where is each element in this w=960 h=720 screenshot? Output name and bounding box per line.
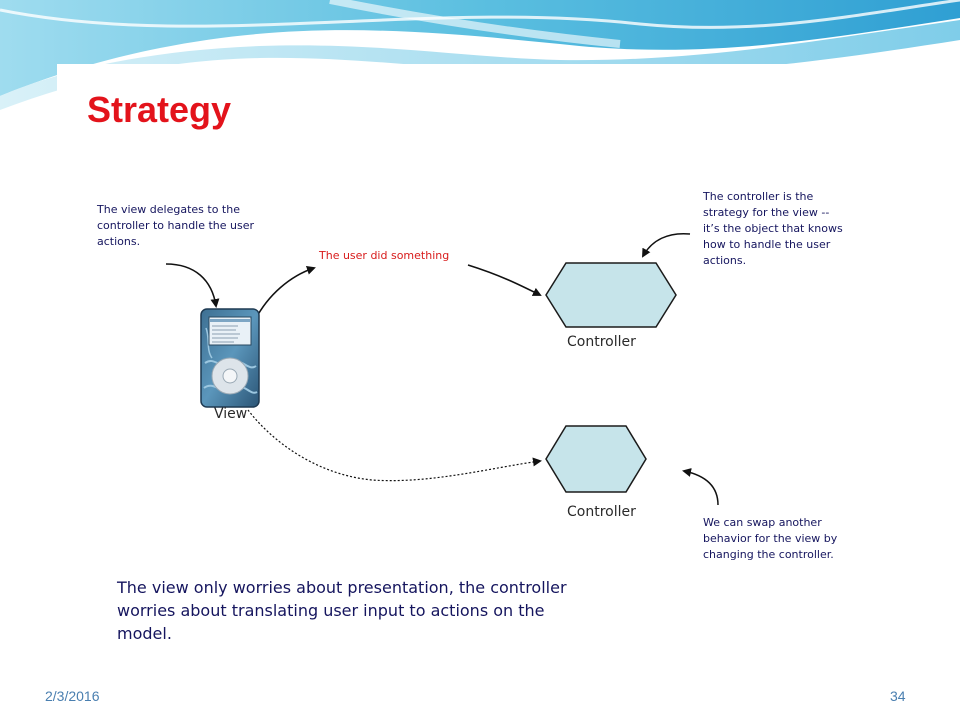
controller-hexagon-bottom [545,425,647,493]
view-label: View [214,406,248,422]
slide-number: 34 [890,688,906,704]
controller-label-bottom: Controller [567,504,636,520]
page-title: Strategy [87,89,232,130]
ipod-icon [200,308,260,408]
slide-content-panel [57,64,884,671]
controller-hexagon-top [545,262,677,328]
note-user-did-something: The user did something [319,249,450,262]
arrow-user-action-to-controller [467,264,542,296]
note-swap-behavior: We can swap another behavior for the vie… [703,516,838,561]
controller-label-top: Controller [567,334,636,350]
note-controller-strategy: The controller is the strategy for the v… [703,190,843,267]
dotted-arrow-view-to-controller-bottom [247,409,542,482]
summary-text: The view only worries about presentation… [117,578,567,643]
arrow-swap-note-to-controller [682,468,719,506]
arrow-delegates-to-view [165,263,220,308]
arrow-view-to-user-action [254,265,316,321]
slide-date: 2/3/2016 [45,688,100,704]
note-view-delegates: The view delegates to the controller to … [97,203,255,248]
arrow-strategy-note-to-controller [642,232,691,258]
